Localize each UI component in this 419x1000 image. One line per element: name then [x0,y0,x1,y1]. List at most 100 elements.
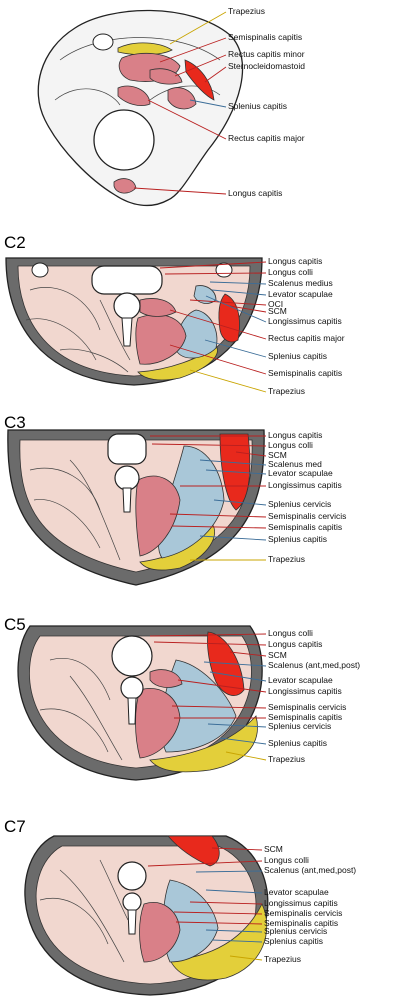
label-splenius-cervicis: Splenius cervicis [268,721,331,731]
label-longissimus-capitis: Longissimus capitis [268,316,342,326]
section-c7: C7 SCM Longus colli Scalenus (a [4,817,356,996]
label-leader [204,66,227,83]
spinal-canal [120,676,144,700]
label-semispinalis-cervicis: Semispinalis cervicis [268,511,346,521]
foramen-magnum [93,109,155,171]
label-leader [133,187,227,195]
rectus-capitis-minor-attachment [149,68,183,85]
label-leader [169,11,227,45]
section-c3: C3 Longus capitis Longus col [4,413,346,586]
label-oci: OCI [268,299,283,309]
label-scm: SCM [268,650,287,660]
label-semispinalis-capitis: Semispinalis capitis [268,522,342,532]
label-trapezius: Trapezius [268,386,305,396]
label-rectus-capitis-major: Rectus capitis major [228,133,305,143]
label-leaders [149,633,267,761]
trapezius [137,345,218,381]
vertebra-body [117,861,147,891]
label-levator-scapulae: Levator scapulae [268,289,333,299]
label-trapezius: Trapezius [268,754,305,764]
label-leader [147,99,227,140]
trapezius-attachment [117,42,173,56]
vertebra-body [91,265,163,295]
label-sternocleidomastoid: Sternocleidomastoid [228,61,305,71]
section-title: C3 [4,413,26,432]
skull-inner-ridge [54,88,121,106]
spinous-process [122,487,132,513]
spinous-process [127,697,137,725]
label-scm: SCM [268,450,287,460]
longissimus [149,669,183,688]
spinal-canal [114,465,140,491]
section-c5: C5 Longus colli Longus [4,615,360,781]
label-leaders [150,435,267,561]
label-leader [174,54,227,77]
label-scm: SCM [268,306,287,316]
label-semispinalis-cervicis: Semispinalis cervicis [264,908,342,918]
label-trapezius: Trapezius [268,554,305,564]
skull-inner-ridge [149,85,221,101]
label-longus-colli: Longus colli [268,267,313,277]
section-title: C5 [4,615,26,634]
label-rectus-capitis-minor: Rectus capitis minor [228,49,305,59]
label-trapezius: Trapezius [228,6,265,16]
label-semispinalis-capitis: Semispinalis capitis [228,32,302,42]
label-semispinalis-capitis: Semispinalis capitis [268,368,342,378]
label-leaders [147,847,263,961]
label-longissimus-capitis: Longissimus capitis [268,480,342,490]
label-longus-colli: Longus colli [264,855,309,865]
label-longus-capitis: Longus capitis [268,430,322,440]
label-longus-colli: Longus colli [268,440,313,450]
muscle-contours [29,459,121,561]
label-splenius-cervicis: Splenius cervicis [268,499,331,509]
section-skull: Trapezius Semispinalis capitis Rectus ca… [37,6,305,207]
label-scalenus-medius: Scalenus medius [268,278,333,288]
label-longissimus-capitis: Longissimus capitis [264,898,338,908]
label-leader [189,99,227,108]
label-scalenus: Scalenus (ant,med,post) [268,660,360,670]
label-splenius-capitis: Splenius capitis [228,101,287,111]
label-scm: SCM [264,844,283,854]
vertebra-body [107,433,147,465]
section-title: C7 [4,817,26,836]
label-semispinalis-cervicis: Semispinalis cervicis [268,702,346,712]
label-splenius-capitis: Splenius capitis [268,738,327,748]
label-longissimus-capitis: Longissimus capitis [268,686,342,696]
sternocleidomastoid-attachment [184,59,215,101]
label-levator-scapulae: Levator scapulae [268,468,333,478]
label-levator-scapulae: Levator scapulae [264,887,329,897]
spinous-process [121,317,133,347]
label-leaders [159,261,267,393]
vertebra-body [111,635,153,677]
label-longus-colli: Longus colli [268,628,313,638]
label-scalenus-med: Scalenus med [268,459,322,469]
semispinalis [139,902,181,963]
spinous-process [127,909,137,935]
label-longus-capitis: Longus capitis [268,256,322,266]
label-splenius-capitis: Splenius capitis [264,936,323,946]
spinal-canal [122,892,142,912]
vertebral-foramen [31,262,49,278]
semispinalis-capitis [135,314,187,365]
splenius-capitis-attachment [167,87,197,110]
occipital-protuberance [92,33,114,51]
scm [218,293,240,343]
trapezius [149,715,258,773]
trapezius [169,903,268,981]
label-rectus-capitis-major: Rectus capitis major [268,333,345,343]
label-leader [159,37,227,63]
label-longus-capitis: Longus capitis [268,639,322,649]
label-trapezius: Trapezius [264,954,301,964]
label-scalenus: Scalenus (ant,med,post) [264,865,356,875]
rectus-capitis-major-attachment [117,85,151,106]
label-splenius-cervicis: Splenius cervicis [264,926,327,936]
label-semispinalis-capitis: Semispinalis capitis [264,918,338,928]
muscle-contours [25,287,131,373]
spinal-canal [113,292,141,320]
muscle-contours [39,658,123,761]
label-longus-capitis: Longus capitis [228,188,282,198]
section-c2: C2 Lo [4,233,345,396]
label-splenius-capitis: Splenius capitis [268,351,327,361]
label-levator-scapulae: Levator scapulae [268,675,333,685]
